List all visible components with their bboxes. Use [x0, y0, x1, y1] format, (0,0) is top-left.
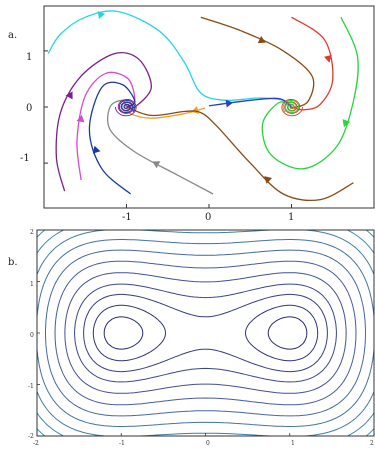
trajectory-2: [76, 71, 136, 180]
panel-a-xtick: -1: [122, 212, 132, 223]
panel-b-ytick: -1: [28, 383, 34, 390]
trajectory-0: [47, 10, 292, 107]
contour-level-9: [36, 229, 375, 437]
trajectory-arrow-5: [191, 106, 199, 114]
trajectory-arrow-0: [97, 11, 106, 19]
panel-a-ytick: -1: [20, 153, 30, 164]
focus-spiral: [281, 98, 304, 117]
panel-b-xtick: -2: [33, 440, 39, 447]
panel-b-xtick: -1: [119, 440, 125, 447]
contour-level-10: [36, 229, 375, 437]
focus-spiral: [282, 99, 300, 113]
trajectory-arrow-6: [323, 55, 332, 63]
trajectory-6: [291, 16, 334, 111]
contour-level-6: [45, 249, 366, 417]
trajectory-9: [126, 106, 354, 202]
trajectory-arrow-8: [257, 35, 266, 44]
panel-b-plot: [36, 229, 375, 437]
panel-b-ytick: -2: [28, 433, 34, 440]
contour-level-8: [36, 229, 375, 437]
panel-b-label: b.: [8, 257, 18, 268]
contour-level-3: [74, 283, 337, 383]
panel-a-ytick: 1: [26, 52, 33, 63]
contour-level-1: [92, 304, 319, 362]
panel-a-xtick: 0: [205, 212, 212, 223]
contour-level-7: [36, 239, 375, 427]
trajectory-arrow-9: [264, 176, 273, 184]
trajectory-1: [55, 51, 152, 192]
contour-level-0: [103, 316, 308, 350]
panel-a-ytick: 0: [26, 103, 33, 114]
focus-spiral: [114, 98, 137, 117]
trajectory-arrow-1: [65, 91, 73, 100]
trajectory-3: [88, 81, 136, 195]
panel-a-label: a.: [8, 30, 18, 41]
contour-level-5: [54, 260, 357, 406]
trajectory-arrow-4: [152, 161, 161, 169]
panel-b-xtick: 2: [370, 440, 374, 447]
contour-level-4: [64, 272, 347, 394]
trajectory-arrow-7: [342, 119, 351, 128]
panel-b-ytick: 0: [30, 332, 34, 339]
trajectory-7: [261, 16, 359, 170]
panel-a-plot: [43, 5, 375, 209]
trajectory-arrow-3: [92, 145, 101, 154]
trajectory-8: [200, 16, 315, 109]
trajectory-arrow-2: [76, 114, 85, 123]
panel-b-frame: [36, 229, 375, 437]
panel-b-ytick: 1: [30, 281, 34, 288]
panel-b-xtick: 0: [206, 440, 210, 447]
panel-a-xtick: 1: [288, 212, 295, 223]
focus-spiral: [118, 99, 136, 113]
panel-b-xtick: 1: [291, 440, 295, 447]
contour-level-2: [83, 293, 328, 373]
trajectory-arrow-10: [225, 99, 234, 108]
panel-b-ytick: 2: [30, 229, 34, 236]
trajectory-4: [106, 99, 214, 195]
